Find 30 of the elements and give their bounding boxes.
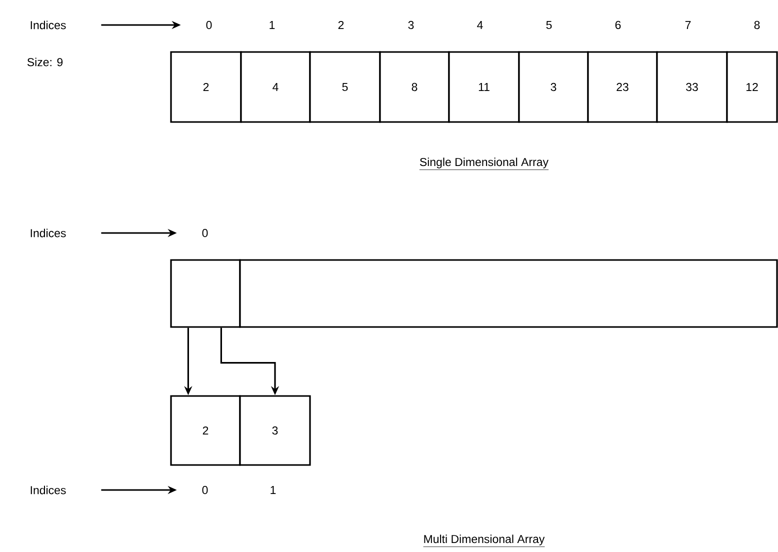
array-cell: 8 (379, 51, 450, 123)
index-label: 1 (270, 486, 276, 494)
index-label: 1 (270, 21, 275, 29)
array-cell: 12 (726, 51, 778, 123)
index-label: 7 (685, 21, 691, 29)
array-title: Multi Dimensional Array (423, 534, 545, 547)
array-cell: 2 (170, 51, 242, 123)
index-label: 5 (546, 21, 552, 29)
size-label: Size: 9 (27, 58, 63, 66)
index-label: 3 (408, 20, 414, 30)
indices-label: Indices (30, 20, 66, 30)
index-label: 6 (615, 20, 621, 30)
array-cell: 3 (239, 395, 311, 466)
array-cell: 5 (309, 51, 381, 123)
array-cell: 33 (656, 51, 728, 123)
array-cell: 2 (170, 395, 241, 466)
indices-label: Indices (30, 486, 66, 494)
array-cell: 23 (587, 51, 658, 123)
index-label: 0 (202, 228, 208, 238)
index-label: 4 (477, 21, 483, 29)
array-cell: 11 (448, 51, 520, 123)
array-cell: 3 (518, 51, 589, 123)
index-label: 0 (202, 486, 208, 494)
array-cell (170, 259, 241, 328)
array-title: Single Dimensional Array (419, 158, 549, 170)
index-label: 2 (338, 20, 344, 30)
indices-label: Indices (30, 228, 66, 238)
array-cell: 4 (240, 51, 311, 123)
index-label: 0 (206, 20, 212, 30)
index-label: 8 (754, 20, 760, 30)
